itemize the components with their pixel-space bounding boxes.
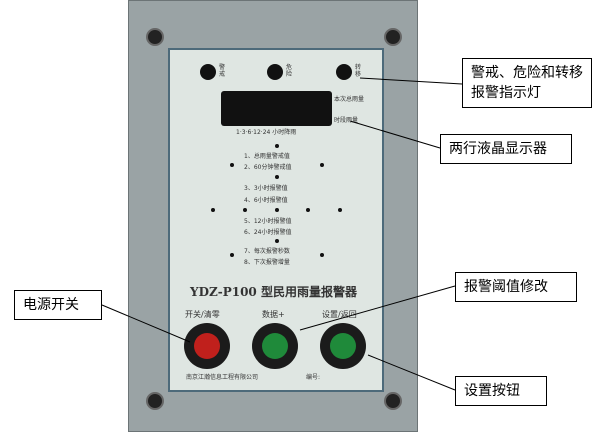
button-label: 数据+ [262,310,285,319]
dot [275,144,279,148]
callout-line [101,304,191,343]
model-title: YDZ-P100 型民用雨量报警器 [190,285,357,299]
callout-line [359,77,463,85]
callout-power: 电源开关 [14,290,102,320]
power-button[interactable] [184,323,230,369]
callout-line [349,120,441,149]
callout-lcd: 两行液晶显示器 [440,134,572,164]
dot [211,208,215,212]
settings-button[interactable] [320,323,366,369]
rain-hours-label: 1·3·6·12·24 小时降雨 [236,129,297,136]
evacuate-led [336,64,352,80]
alert-led [200,64,216,80]
menu-item: 5、12小时报警值 [244,218,292,225]
lcd-label: 本次总雨量 [334,96,365,103]
menu-item: 8、下次报警增量 [244,259,290,266]
dot [338,208,342,212]
screw-icon [384,392,402,410]
callout-indicator-lights: 警戒、危险和转移报警指示灯 [462,58,592,108]
data-plus-button[interactable] [252,323,298,369]
dot [320,163,324,167]
menu-item: 1、总雨量警戒值 [244,153,290,160]
dot [243,208,247,212]
serial-label: 编号: [306,374,321,381]
company-name: 南京江瀚信息工程有限公司 [186,374,259,381]
dot [230,253,234,257]
dot [306,208,310,212]
lcd-label: 时段雨量 [334,117,359,124]
danger-led [267,64,283,80]
callout-line [299,285,456,331]
callout-line [367,354,456,391]
menu-item: 4、6小时报警值 [244,197,288,204]
callout-threshold: 报警阈值修改 [455,272,577,302]
lcd-display [221,91,332,126]
dot [275,175,279,179]
indicator-label: 危险 [286,64,293,78]
menu-item: 6、24小时报警值 [244,229,292,236]
indicator-label: 警戒 [219,64,226,78]
menu-item: 3、3小时报警值 [244,185,288,192]
button-label: 开关/清零 [185,310,220,319]
dot [275,239,279,243]
indicator-label: 转移 [355,64,362,78]
dot [230,163,234,167]
dot [275,208,279,212]
callout-settings: 设置按钮 [455,376,547,406]
screw-icon [146,392,164,410]
button-label: 设置/返回 [322,310,357,319]
screw-icon [146,28,164,46]
dot [320,253,324,257]
menu-item: 7、每次报警秒数 [244,248,290,255]
menu-item: 2、60分钟警戒值 [244,164,292,171]
screw-icon [384,28,402,46]
